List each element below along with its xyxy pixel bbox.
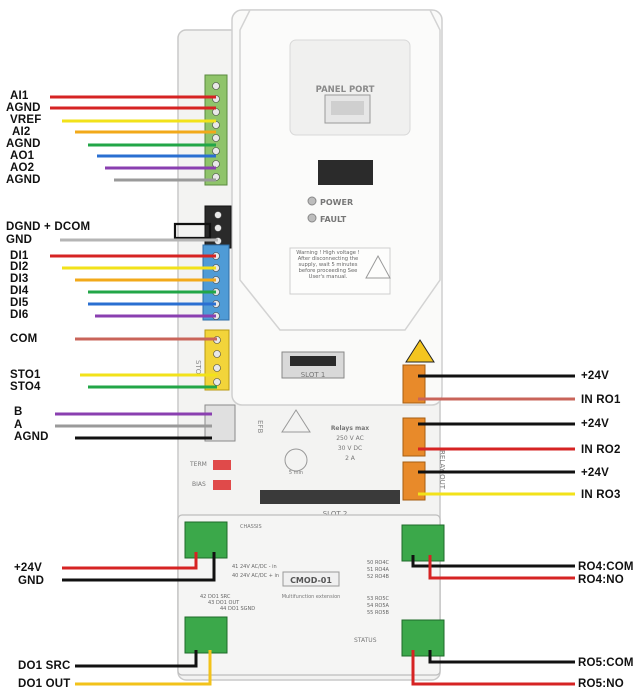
label-ro2-24v: +24V — [581, 418, 609, 430]
label-do1-out: DO1 OUT — [18, 678, 71, 690]
slot2-label: SLOT 2 — [323, 510, 348, 518]
label-sto1: STO1 — [10, 369, 41, 381]
five-min-label: 5 min — [289, 470, 303, 476]
label-di2: DI2 — [10, 261, 29, 273]
label-in-ro2: IN RO2 — [581, 444, 621, 456]
label-agnd-1: AGND — [6, 102, 41, 114]
warning-sticker — [289, 247, 391, 295]
label-in-ro3: IN RO3 — [581, 489, 621, 501]
status-label: STATUS — [354, 637, 377, 644]
label-ro1-24v: +24V — [581, 370, 609, 382]
label-ao1: AO1 — [10, 150, 35, 162]
label-ro5-com: RO5:COM — [578, 657, 634, 669]
wire-do1-src — [75, 650, 198, 668]
relay-ro2-block — [402, 417, 426, 457]
power-in-terminal — [184, 521, 228, 559]
cmod-subtitle: Multifunction extension — [282, 594, 341, 600]
slot1-label: SLOT 1 — [301, 371, 326, 379]
wire-do1-out — [75, 650, 212, 686]
terminal-53-label: 53 RO5C — [367, 596, 390, 602]
wire-ro5-com — [428, 650, 575, 664]
label-gnd-in: GND — [18, 575, 45, 587]
chassis-label: CHASSIS — [240, 524, 262, 530]
label-gnd: GND — [6, 234, 33, 246]
efb-terminal-block — [204, 404, 236, 442]
label-b: B — [14, 406, 23, 418]
label-agnd-4: AGND — [14, 431, 49, 443]
label-agnd-2: AGND — [6, 138, 41, 150]
label-ai2: AI2 — [12, 126, 31, 138]
label-in-ro1: IN RO1 — [581, 394, 621, 406]
wire-ro4-com — [411, 555, 575, 568]
terminal-41-label: 41 24V AC/DC - in — [232, 564, 277, 570]
cmod-label: CMOD-01 — [290, 576, 332, 585]
bias-label: BIAS — [192, 481, 206, 488]
do1-terminal — [184, 616, 228, 654]
terminal-54-label: 54 RO5A — [367, 603, 390, 609]
label-ro4-com: RO4:COM — [578, 561, 634, 573]
vent-strip — [260, 490, 400, 504]
efb-label: EFB — [256, 420, 264, 433]
fault-led — [307, 213, 317, 223]
label-24v-in: +24V — [14, 562, 42, 574]
five-min-icon — [284, 448, 308, 472]
wire-ro5-no — [411, 650, 575, 686]
relay-rating-30vdc: 30 V DC — [338, 445, 362, 452]
wire-24v-in — [62, 552, 198, 570]
label-ai1: AI1 — [10, 90, 29, 102]
panel-port-label: PANEL PORT — [316, 85, 375, 95]
label-di4: DI4 — [10, 285, 29, 297]
term-label: TERM — [189, 461, 207, 468]
panel-port-recess — [289, 39, 411, 136]
warning-icon — [365, 254, 391, 279]
power-label: POWER — [320, 198, 353, 207]
terminal-52-label: 52 RO4B — [367, 574, 390, 580]
terminal-51-label: 51 RO4A — [367, 567, 390, 573]
cmod-badge — [282, 571, 340, 587]
relay-rating-250vac: 250 V AC — [336, 435, 364, 442]
label-agnd-3: AGND — [6, 174, 41, 186]
label-ro3-24v: +24V — [581, 467, 609, 479]
wires — [50, 95, 575, 686]
label-ro5-no: RO5:NO — [578, 678, 624, 690]
terminal-40-label: 40 24V AC/DC + in — [232, 573, 279, 579]
ro5-terminal — [401, 619, 445, 657]
wire-dgnd-dcom — [173, 222, 212, 240]
label-di5: DI5 — [10, 297, 29, 309]
slot-opening — [318, 160, 373, 185]
wire-ro4-no — [428, 555, 575, 580]
relay-rating-2a: 2 A — [345, 455, 356, 462]
label-a: A — [14, 419, 23, 431]
relays-max-label: Relays max — [331, 425, 369, 432]
label-di6: DI6 — [10, 309, 29, 321]
terminal-42-label: 42 DO1 SRC — [200, 594, 231, 600]
cmod-module — [177, 514, 441, 676]
relay-ro1-block — [402, 364, 426, 404]
relay-warning-icon — [281, 409, 311, 433]
terminal-44-label: 44 DO1 SGND — [220, 606, 255, 612]
terminal-55-label: 55 RO5B — [367, 610, 390, 616]
label-di1: DI1 — [10, 250, 29, 262]
shock-warning-icon — [405, 339, 435, 363]
fault-label: FAULT — [320, 215, 347, 224]
label-com: COM — [10, 333, 38, 345]
wire-gnd-in — [62, 552, 216, 582]
sto-block-label: STO — [194, 360, 202, 375]
label-sto4: STO4 — [10, 381, 41, 393]
label-ro4-no: RO4:NO — [578, 574, 624, 586]
ro4-terminal — [401, 524, 445, 562]
label-di3: DI3 — [10, 273, 29, 285]
power-led — [307, 196, 317, 206]
label-vref: VREF — [10, 114, 42, 126]
label-dgnd-dcom: DGND + DCOM — [6, 221, 91, 233]
terminal-50-label: 50 RO4C — [367, 560, 390, 566]
warning-text: Warning ! High voltage ! After disconnec… — [296, 250, 360, 280]
relay-out-label: RELAY OUT — [438, 450, 446, 490]
label-ao2: AO2 — [10, 162, 35, 174]
terminal-43-label: 43 DO1 OUT — [208, 600, 240, 606]
label-do1-src: DO1 SRC — [18, 660, 71, 672]
